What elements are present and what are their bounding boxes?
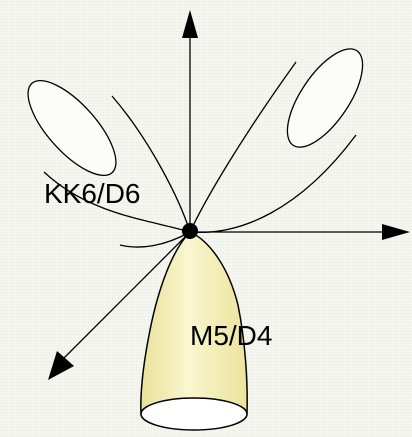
x-axis-arrowhead — [382, 224, 410, 240]
right-lobe-opening — [286, 48, 364, 148]
left-lobe-body — [43, 95, 191, 233]
y-axis — [61, 231, 191, 361]
right-upper-lobe — [189, 48, 364, 234]
lower-lobe-opening — [140, 397, 248, 431]
left-lobe-opening — [27, 79, 117, 177]
left-upper-lobe — [27, 79, 191, 248]
z-axis-arrowhead — [182, 10, 198, 38]
origin-dot — [182, 223, 198, 239]
left-lobe-closure — [119, 231, 191, 248]
lower-lobe — [140, 231, 248, 431]
lower-orbital-label: M5/D4 — [190, 320, 272, 351]
upper-orbitals-label: KK6/D6 — [44, 178, 141, 209]
axes — [48, 10, 410, 380]
y-axis-arrowhead — [48, 351, 74, 380]
